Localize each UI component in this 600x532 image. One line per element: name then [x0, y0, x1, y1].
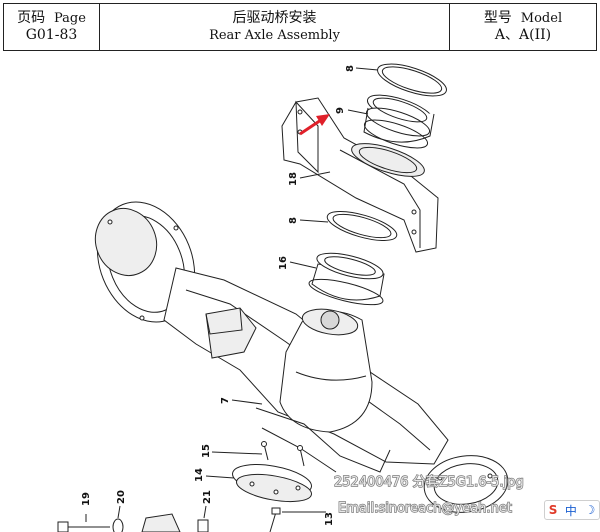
- watermark-line-2: Email:sinoreach@yeah.net: [338, 501, 512, 516]
- part-13-bolt: [269, 507, 281, 532]
- moon-icon[interactable]: ☽: [584, 503, 596, 517]
- ime-logo-icon[interactable]: S: [548, 503, 558, 517]
- part-8-top-seal-ring: [377, 63, 447, 97]
- ime-chinese-mode[interactable]: 中: [564, 503, 577, 518]
- model-value: A、A(II): [494, 27, 552, 43]
- page-label-cn: 页码: [17, 10, 46, 26]
- red-arrow-icon: [299, 114, 330, 136]
- title-cell: 后驱动桥安装 Rear Axle Assembly: [100, 4, 450, 50]
- page-label-en: Page: [53, 11, 86, 26]
- model-label-en: Model: [520, 11, 563, 26]
- callout-20: 20: [116, 490, 127, 504]
- title-cn: 后驱动桥安装: [232, 10, 317, 26]
- part-7-axle-housing: [94, 201, 509, 513]
- part-15-studs: [261, 441, 305, 467]
- callout-16: 16: [278, 256, 289, 270]
- header-table: 页码 Page G01-83 后驱动桥安装 Rear Axle Assembly…: [3, 3, 597, 51]
- model-label-cn: 型号: [483, 10, 512, 26]
- watermark-line-1: 252400476 分套Z5G1.6-5.jpg: [334, 474, 524, 490]
- part-9-bearing-sleeve: [363, 94, 435, 149]
- page-cell: 页码 Page G01-83: [4, 4, 100, 50]
- part-18-mounting-bracket: [281, 97, 439, 253]
- part-16-bushing: [308, 252, 385, 306]
- ime-toolbar[interactable]: S 中 ☽: [544, 500, 600, 520]
- callout-8-top: 8: [345, 65, 356, 72]
- part-14-flange-plate: [232, 464, 312, 503]
- callout-19: 19: [81, 492, 92, 506]
- callout-15: 15: [201, 444, 212, 458]
- callout-7: 7: [220, 397, 231, 404]
- exploded-diagram: 8 9 18 8 16 7 15 14 19 20 21 13 25240047…: [0, 52, 600, 532]
- callout-13: 13: [324, 512, 335, 526]
- part-8-middle-seal-ring: [326, 210, 398, 242]
- part-20-washer: [112, 518, 124, 532]
- callout-21: 21: [202, 490, 213, 504]
- leader-lines: [85, 67, 379, 522]
- callout-9: 9: [335, 107, 346, 114]
- title-en: Rear Axle Assembly: [209, 28, 340, 43]
- part-21-spring-seat: [141, 513, 209, 532]
- callout-8-middle: 8: [288, 217, 299, 224]
- model-cell: 型号 Model A、A(II): [450, 4, 596, 50]
- part-19-bolt: [57, 521, 110, 532]
- callout-14: 14: [194, 468, 205, 482]
- callout-18: 18: [288, 172, 299, 186]
- page-number: G01-83: [25, 27, 78, 43]
- diagram-svg: 8 9 18 8 16 7 15 14 19 20 21 13 25240047…: [57, 63, 524, 532]
